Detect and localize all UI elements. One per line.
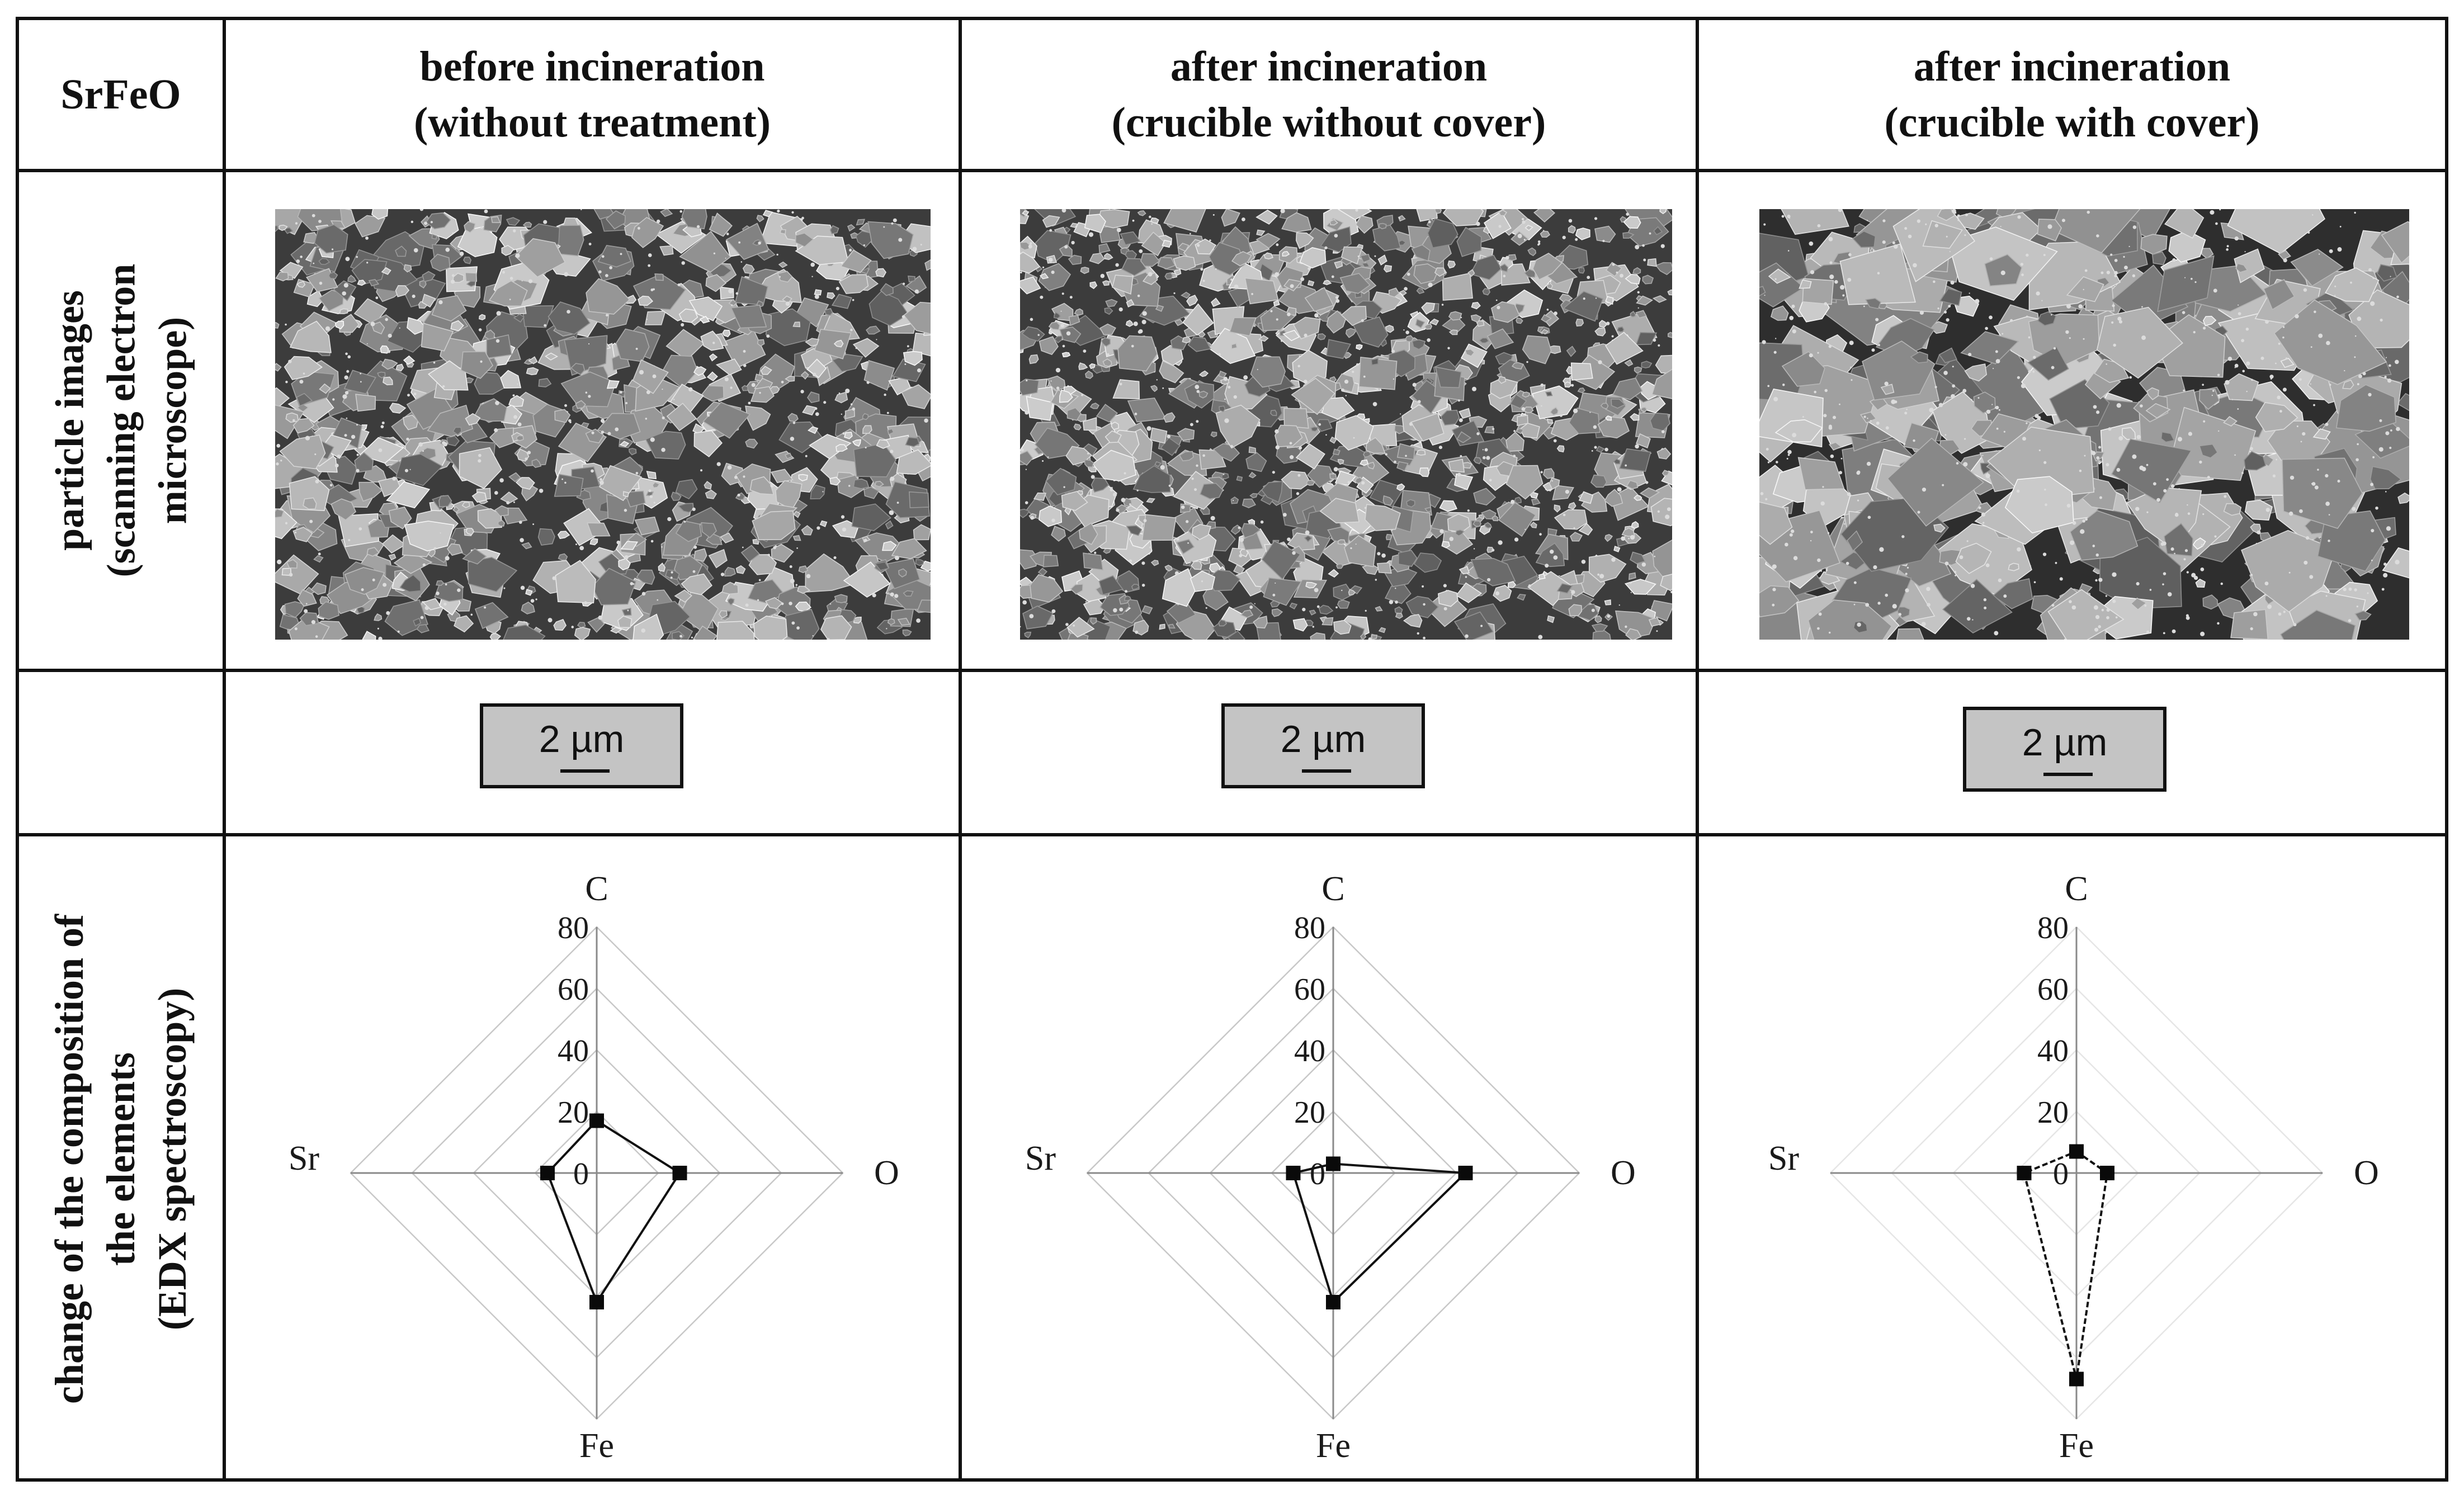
row-label-line: microscope): [150, 316, 195, 524]
sem-image-with-cover: [1759, 209, 2409, 640]
radar-tick-label: 60: [1294, 972, 1325, 1007]
scale-bar-line: [2043, 773, 2093, 776]
column-header: after incineration (crucible without cov…: [962, 20, 1696, 169]
column-header: before incineration (without treatment): [226, 20, 959, 169]
radar-axis-label: Fe: [2059, 1427, 2094, 1465]
sem-image-before: [275, 209, 931, 640]
row-label-line: particle images: [47, 290, 92, 551]
radar-data-point: [589, 1295, 604, 1309]
radar-tick-label: 20: [558, 1095, 589, 1130]
radar-tick-label: 40: [558, 1034, 589, 1068]
row-label-edx: change of the composition of the element…: [19, 836, 223, 1482]
radar-tick-label: 40: [2037, 1034, 2069, 1068]
radar-axis-label: C: [2065, 870, 2088, 908]
scale-bar: 2 µm: [1221, 703, 1425, 788]
edx-radar-chart-without-cover: 0 20 40 60 80C O Fe Sr: [1025, 870, 1636, 1465]
corner-label-text: SrFeO: [60, 71, 181, 118]
column-header-line: before incineration: [419, 43, 765, 90]
table-divider: [223, 20, 226, 1478]
scale-bar-label: 2 µm: [539, 718, 625, 760]
radar-tick-label: 80: [2037, 911, 2069, 945]
radar-tick-label: 60: [558, 972, 589, 1007]
sem-texture: [1020, 209, 1672, 640]
scale-bar-label: 2 µm: [1280, 718, 1366, 760]
radar-axis-label: Sr: [1025, 1139, 1056, 1177]
sem-texture: [1759, 209, 2409, 640]
radar-tick-label: 0: [573, 1157, 589, 1191]
row-label-sem: particle images (scanning electron micro…: [19, 172, 223, 669]
radar-axis-label: C: [1321, 870, 1344, 908]
column-header-line: (without treatment): [413, 99, 771, 146]
row-label-line: the elements: [98, 1052, 144, 1266]
scale-bar: 2 µm: [1963, 707, 2166, 792]
radar-tick-label: 80: [1294, 911, 1325, 945]
radar-tick-label: 0: [2053, 1157, 2069, 1191]
column-header-line: (crucible with cover): [1884, 99, 2260, 146]
table-divider: [19, 833, 2445, 836]
row-label-line: (EDX spectroscopy): [150, 987, 195, 1331]
radar-tick-label: 20: [1294, 1095, 1325, 1130]
scale-bar-line: [1302, 769, 1351, 773]
radar-axis-label: O: [874, 1154, 899, 1192]
radar-axis-label: Fe: [579, 1427, 614, 1465]
table-divider: [19, 669, 2445, 672]
radar-data-point: [2100, 1166, 2114, 1180]
radar-tick-label: 80: [558, 911, 589, 945]
radar-axis-label: O: [2354, 1154, 2379, 1192]
radar-data-point: [2069, 1371, 2084, 1387]
table-divider: [19, 169, 2445, 172]
radar-axis-label: Sr: [289, 1139, 319, 1177]
radar-data-point: [2069, 1144, 2084, 1159]
sem-texture: [275, 209, 931, 640]
radar-series-line: [546, 1119, 682, 1305]
radar-data-point: [1286, 1166, 1301, 1180]
radar-axis-label: Fe: [1316, 1427, 1351, 1465]
radar-axis-label: Sr: [1768, 1139, 1799, 1177]
edx-radar-chart-with-cover: 0 20 40 60 80C O Fe Sr: [1768, 870, 2379, 1465]
column-header-line: after incineration: [1913, 43, 2231, 90]
row-label-line: (scanning electron: [98, 263, 144, 578]
sem-image-without-cover: [1020, 209, 1672, 640]
radar-data-point: [540, 1166, 555, 1180]
table-divider: [959, 20, 962, 1478]
column-header: after incineration (crucible with cover): [1699, 20, 2445, 169]
radar-data-point: [2017, 1166, 2032, 1180]
radar-axis-label: C: [585, 870, 608, 908]
corner-label: SrFeO: [19, 20, 223, 169]
column-header-line: (crucible without cover): [1111, 99, 1546, 146]
radar-tick-label: 40: [1294, 1034, 1325, 1068]
radar-tick-label: 0: [1310, 1157, 1325, 1191]
radar-axis-label: O: [1611, 1154, 1636, 1192]
scale-bar-label: 2 µm: [2022, 721, 2108, 764]
radar-data-point: [589, 1113, 604, 1128]
edx-radar-chart-before: 0 20 40 60 80C O Fe Sr: [289, 870, 899, 1465]
radar-tick-label: 20: [2037, 1095, 2069, 1130]
radar-data-point: [1326, 1295, 1340, 1309]
radar-data-point: [1326, 1156, 1340, 1171]
table-divider: [1696, 20, 1699, 1478]
radar-tick-label: 60: [2037, 972, 2069, 1007]
scale-bar-line: [560, 769, 610, 773]
results-table: SrFeO before incineration (without treat…: [16, 17, 2448, 1482]
row-label-line: change of the composition of: [47, 914, 92, 1404]
column-header-line: after incineration: [1170, 43, 1488, 90]
scale-bar: 2 µm: [480, 703, 683, 788]
radar-data-point: [1458, 1166, 1473, 1180]
radar-data-point: [672, 1166, 687, 1180]
